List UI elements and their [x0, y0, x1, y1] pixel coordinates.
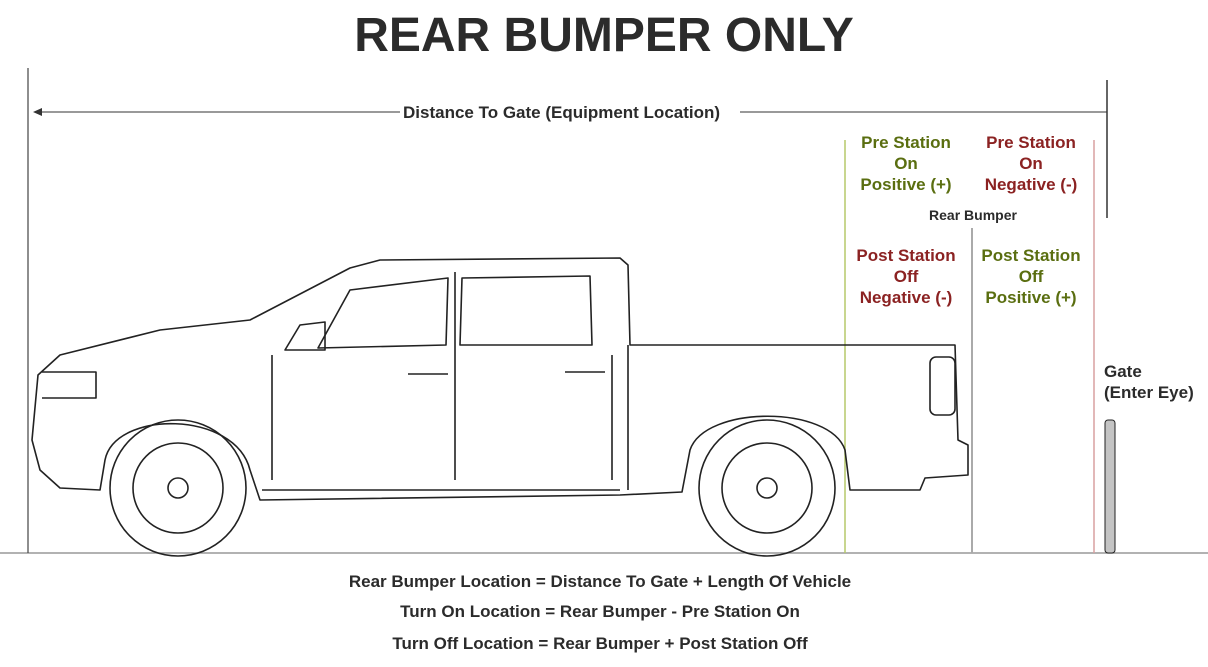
page-title: REAR BUMPER ONLY [354, 9, 854, 62]
distance-label: Distance To Gate (Equipment Location) [403, 103, 721, 123]
pickup-truck-icon [31, 257, 969, 501]
label-line: Negative (-) [984, 175, 1078, 194]
label-line: Pre Station [986, 133, 1076, 152]
arrow-head-icon [33, 108, 42, 116]
label-line: Off [1018, 267, 1044, 286]
label-line: Negative (-) [859, 288, 953, 307]
label-line: On [894, 154, 918, 173]
pre-station-on-negative-label: Pre Station On Negative (-) [971, 132, 1091, 195]
gate-post-icon [1104, 419, 1116, 554]
front-wheel-icon [109, 419, 247, 557]
formula-turn-off: Turn Off Location = Rear Bumper + Post S… [392, 634, 808, 653]
label-line: Off [893, 267, 919, 286]
rear-bumper-label: Rear Bumper [929, 207, 1017, 223]
formula-rear-bumper: Rear Bumper Location = Distance To Gate … [348, 572, 852, 591]
label-line: Post Station [981, 246, 1081, 265]
post-station-off-positive-label: Post Station Off Positive (+) [971, 245, 1091, 308]
label-line: Post Station [856, 246, 956, 265]
label-line: Positive (+) [985, 288, 1077, 307]
label-line: (Enter Eye) [1104, 383, 1194, 402]
label-line: On [1019, 154, 1043, 173]
label-line: Gate [1104, 362, 1142, 381]
label-line: Positive (+) [860, 175, 952, 194]
gate-label: Gate (Enter Eye) [1104, 361, 1194, 403]
label-line: Pre Station [861, 133, 951, 152]
formula-turn-on: Turn On Location = Rear Bumper - Pre Sta… [400, 602, 800, 621]
post-station-off-negative-label: Post Station Off Negative (-) [846, 245, 966, 308]
rear-wheel-icon [698, 419, 836, 557]
pre-station-on-positive-label: Pre Station On Positive (+) [846, 132, 966, 195]
